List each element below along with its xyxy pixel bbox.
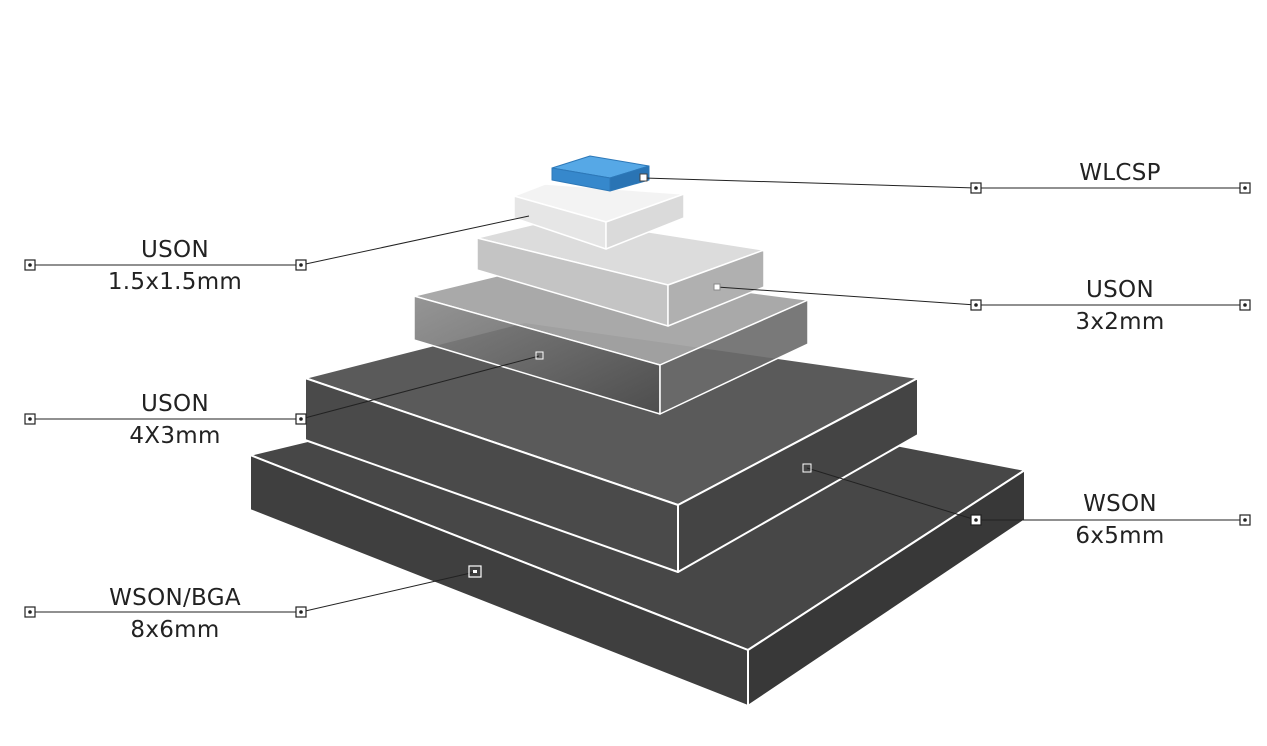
leader-markers: [24, 173, 1251, 618]
label-uson-4x3: USON 4X3mm: [90, 388, 260, 452]
anchor-icon: [639, 173, 648, 182]
anchor-icon: [802, 463, 812, 473]
label-wson-6x5: WSON 6x5mm: [1050, 488, 1190, 552]
marker-icon: [1239, 182, 1251, 194]
package-wson-6x5: [304, 321, 919, 573]
marker-icon: [1239, 299, 1251, 311]
anchor-icon: [535, 351, 544, 360]
marker-icon: [24, 259, 36, 271]
marker-icon: [970, 299, 982, 311]
label-uson-3x2-name: USON: [1086, 277, 1154, 303]
label-wson-bga-8x6: WSON/BGA 8x6mm: [70, 582, 280, 646]
label-wlcsp: WLCSP: [1050, 157, 1190, 189]
marker-icon: [295, 413, 307, 425]
marker-icon: [24, 606, 36, 618]
label-uson-3x2: USON 3x2mm: [1050, 274, 1190, 338]
label-wson-bga-8x6-size: 8x6mm: [130, 617, 220, 643]
marker-icon: [970, 514, 982, 526]
marker-icon: [24, 413, 36, 425]
label-uson-4x3-size: 4X3mm: [129, 423, 221, 449]
label-uson-1.5x1.5-size: 1.5x1.5mm: [107, 269, 243, 295]
anchor-icon: [468, 565, 482, 578]
label-uson-1.5x1.5: USON 1.5x1.5mm: [90, 234, 260, 298]
package-uson-1.5x1.5: [513, 183, 685, 250]
anchor-icon: [713, 283, 721, 291]
label-uson-3x2-size: 3x2mm: [1075, 309, 1165, 335]
package-wlcsp: [551, 155, 650, 192]
marker-icon: [295, 259, 307, 271]
label-wson-bga-8x6-name: WSON/BGA: [109, 585, 241, 611]
label-wlcsp-name: WLCSP: [1079, 160, 1161, 186]
marker-icon: [295, 606, 307, 618]
label-wson-6x5-size: 6x5mm: [1075, 523, 1165, 549]
marker-icon: [970, 182, 982, 194]
marker-icon: [1239, 514, 1251, 526]
label-uson-4x3-name: USON: [141, 391, 209, 417]
label-wson-6x5-name: WSON: [1083, 491, 1157, 517]
label-uson-1.5x1.5-name: USON: [141, 237, 209, 263]
